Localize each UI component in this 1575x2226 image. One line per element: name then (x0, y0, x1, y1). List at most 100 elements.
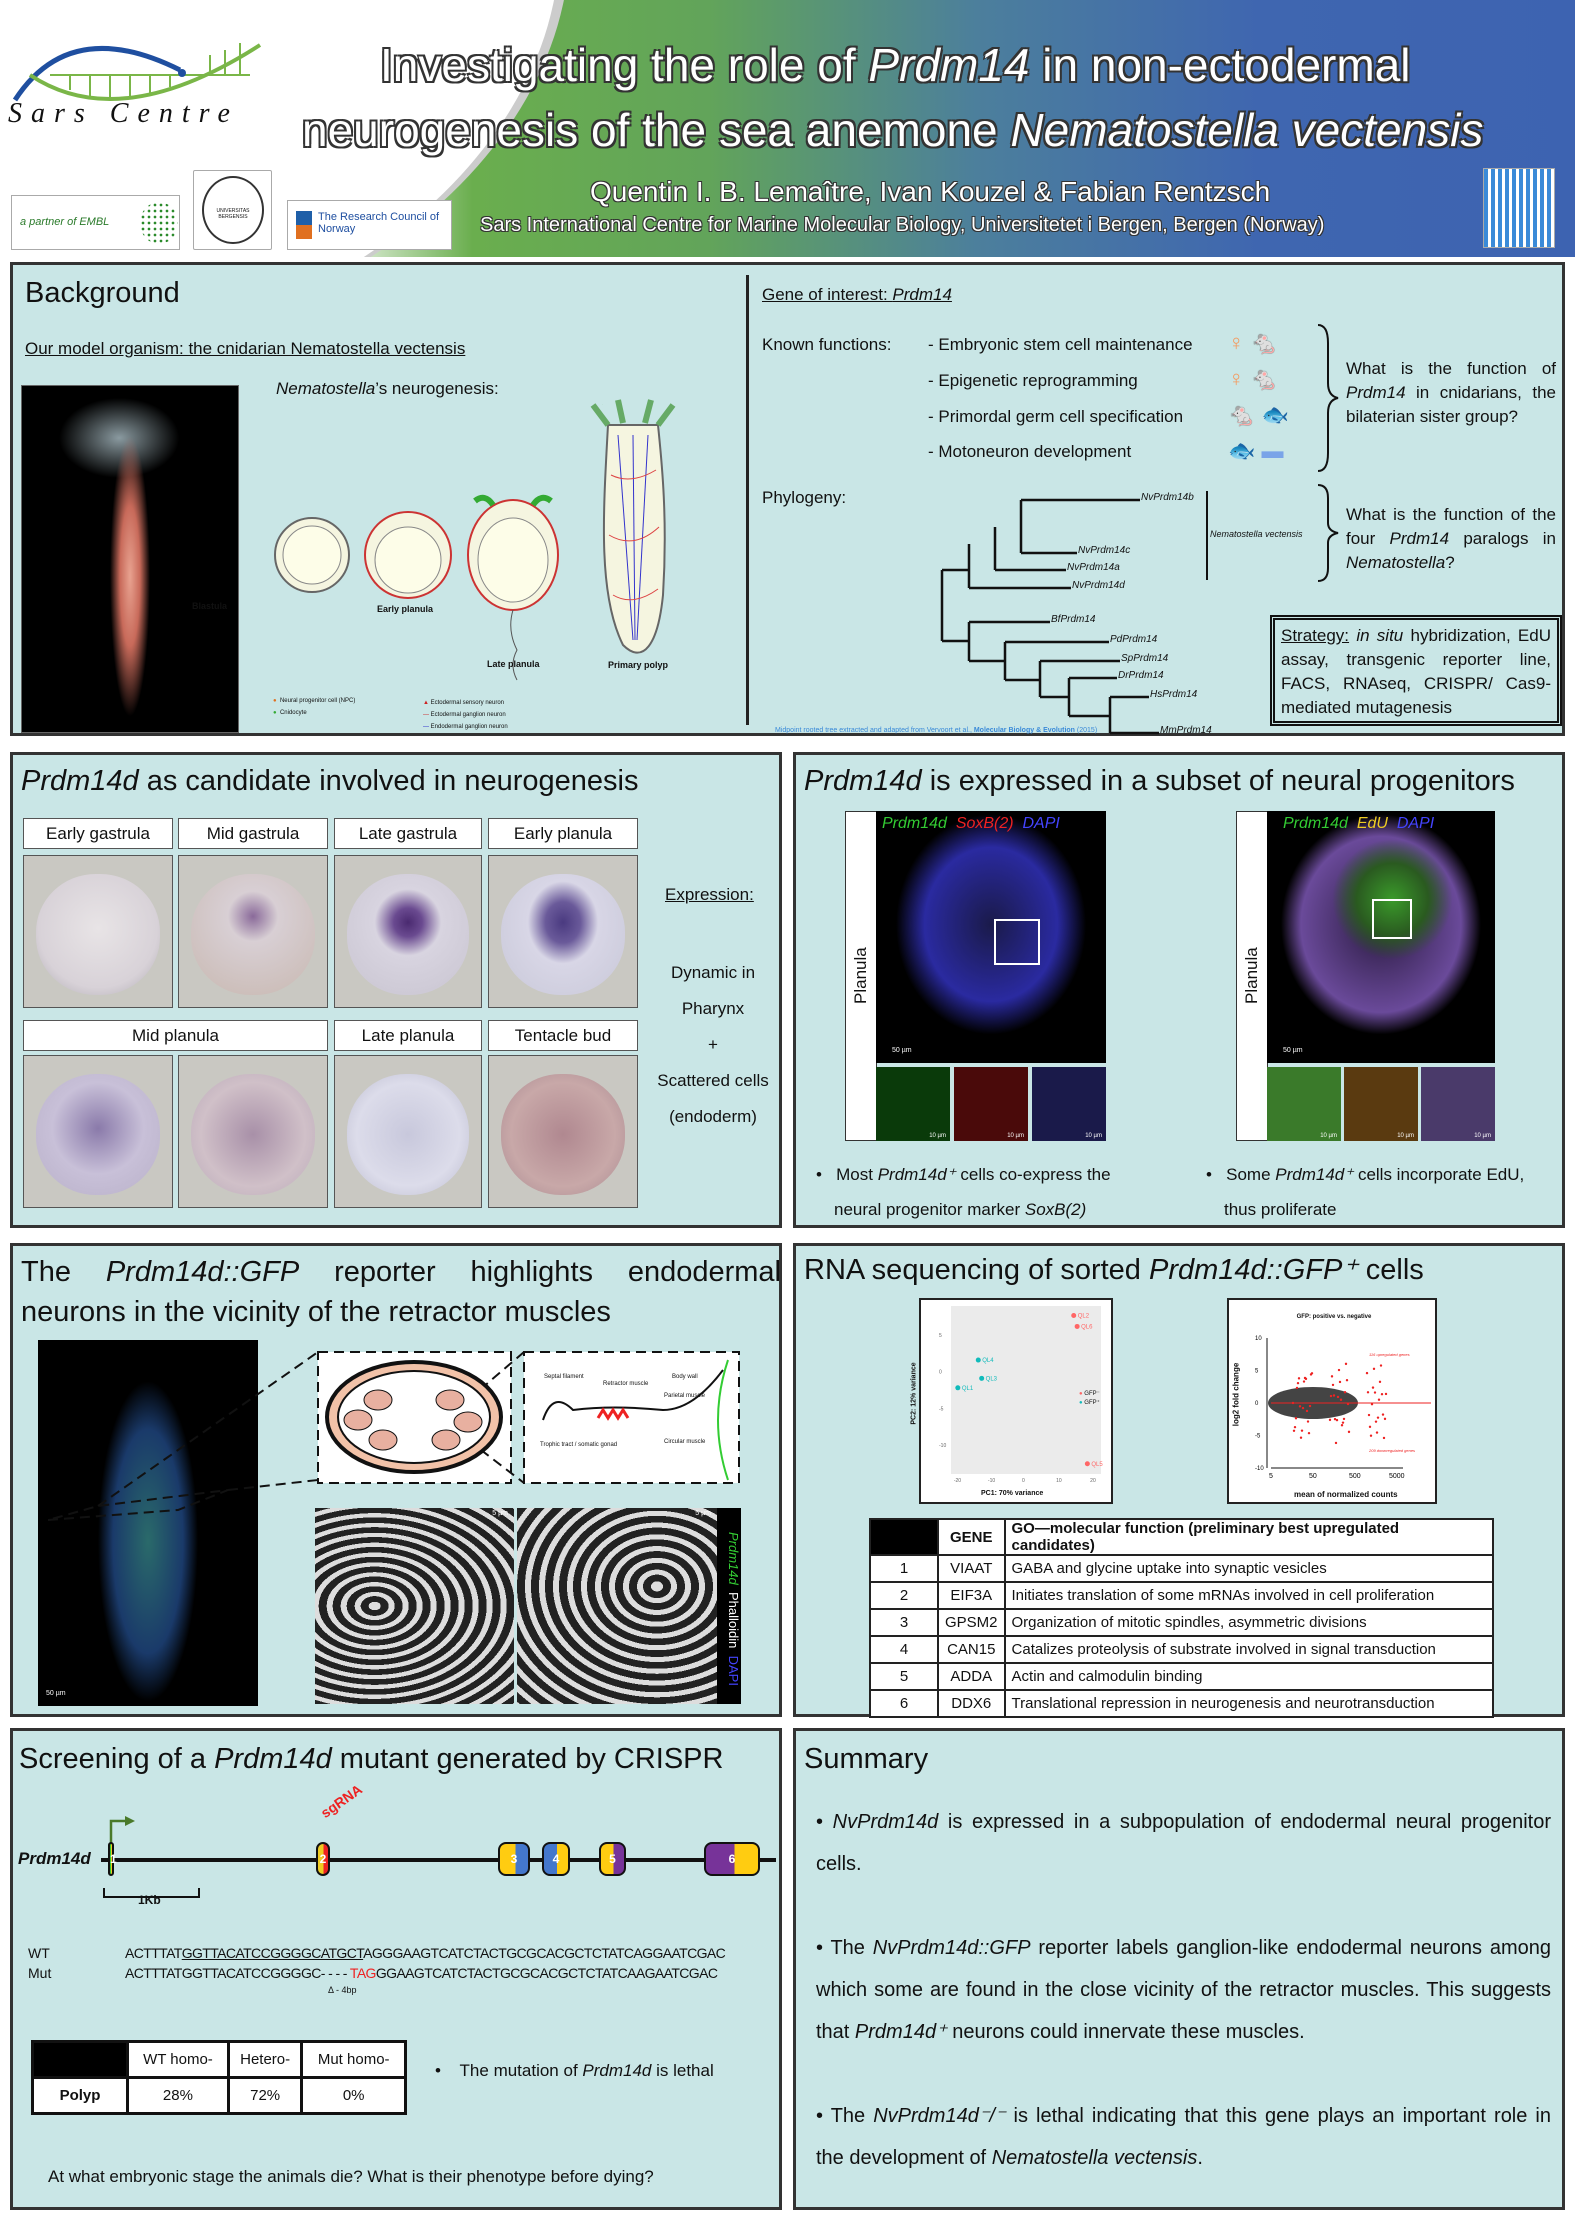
ma-xlabel: mean of normalized counts (1294, 1490, 1398, 1499)
neurogenesis-heading: Nematostella’s neurogenesis: (276, 379, 499, 398)
ma-sig-point (1382, 1436, 1386, 1440)
ma-sig-point (1379, 1364, 1383, 1367)
ma-sig-point (1331, 1383, 1335, 1387)
schema-label: Body wall (672, 1374, 698, 1380)
ma-sig-point (1342, 1417, 1346, 1421)
pca-ytick: -5 (939, 1406, 944, 1412)
tree-leaf: HsPrdm14 (1150, 689, 1198, 700)
ma-ytick: -5 (1255, 1434, 1261, 1440)
table-cell: GPSM2 (937, 1608, 1006, 1637)
background-title: Background (25, 277, 180, 309)
summary-point: • The NvPrdm14d::GFP reporter labels gan… (816, 1937, 1551, 2043)
ma-sig-point (1374, 1420, 1378, 1423)
ma-sig-point (1383, 1417, 1387, 1421)
bergen-logo: UNIVERSITAS BERGENSIS (193, 170, 272, 250)
ma-ytick: 0 (1255, 1401, 1259, 1407)
table-cell: Translational repression in neurogenesis… (1003, 1689, 1495, 1718)
retractor-muscle-confocal-1: 5 µm (315, 1508, 514, 1704)
neurogenesis-legend: ● Neural progenitor cell (NPC) ● Cnidocy… (273, 698, 356, 716)
tree-leaf: NvPrdm14a (1067, 562, 1120, 573)
ma-sig-point (1308, 1404, 1312, 1408)
poster-header: Sars Centre Investigating the role of Pr… (0, 0, 1575, 257)
ma-xtick: 5000 (1389, 1473, 1405, 1478)
ma-sig-point (1345, 1378, 1349, 1382)
exon: 2 (316, 1842, 330, 1876)
qr-code-icon[interactable] (1483, 168, 1555, 248)
ma-sig-point (1304, 1377, 1308, 1381)
ma-sig-point (1310, 1372, 1314, 1375)
inset-image: 10 µm (1267, 1067, 1341, 1141)
ma-sig-point (1297, 1377, 1301, 1380)
summary-panel: Summary • NvPrdm14d is expressed in a su… (793, 1728, 1565, 2210)
ma-sig-point (1341, 1421, 1345, 1424)
table-cell: 1 (869, 1554, 939, 1583)
ma-sig-point (1332, 1394, 1336, 1397)
rcn-mark-icon (296, 211, 312, 239)
table-cell: Actin and calmodulin binding (1003, 1662, 1495, 1691)
table-cell: CAN15 (937, 1635, 1006, 1664)
table-cell: 4 (869, 1635, 939, 1664)
table-cell: Initiates translation of some mRNAs invo… (1003, 1581, 1495, 1610)
ma-sig-point (1370, 1403, 1374, 1406)
pca-ytick: 0 (939, 1370, 942, 1376)
ish-embryo-image (23, 1055, 173, 1208)
ma-sig-point (1371, 1386, 1375, 1389)
stage-label: Early planula (488, 818, 638, 849)
ma-sig-point (1333, 1417, 1337, 1421)
crispr-panel: Screening of a Prdm14d mutant generated … (10, 1728, 782, 2210)
embl-logo: a partner of EMBL (11, 195, 180, 250)
function-item: - Embryonic stem cell maintenance (928, 335, 1193, 354)
model-organism-heading: Our model organism: the cnidarian Nemato… (25, 339, 466, 358)
phylogeny-label: Phylogeny: (762, 488, 847, 507)
exon: 3 (498, 1842, 530, 1876)
ma-sig-point (1344, 1362, 1348, 1366)
exon: 5 (599, 1842, 626, 1876)
expression-label: Expression: (665, 885, 754, 904)
summary-point: • The NvPrdm14d⁻/⁻ is lethal indicating … (816, 2105, 1551, 2169)
inset-box (1372, 899, 1412, 939)
ma-sig-point (1384, 1392, 1388, 1396)
table-cell: Organization of mitotic spindles, asymme… (1003, 1608, 1495, 1637)
zebrafish-icon: 🐟 (1228, 438, 1256, 463)
pca-point-label: QL1 (962, 1386, 974, 1392)
rcn-logo-text: The Research Council of Norway (318, 211, 440, 235)
ish-embryo-image (178, 1055, 328, 1208)
pca-xtick: -20 (954, 1478, 961, 1484)
stage-label: Tentacle bud (488, 1020, 638, 1051)
tss-arrow-icon (109, 1816, 135, 1845)
ma-xtick: 5 (1269, 1473, 1273, 1478)
ma-sig-point (1339, 1398, 1343, 1401)
embl-dots-icon (140, 202, 178, 244)
pca-ylabel: PC2: 12% variance (910, 1362, 918, 1425)
ish-embryo-image (23, 855, 173, 1008)
function-item: - Primordal germ cell specification (928, 407, 1184, 426)
clade-bar (1206, 491, 1208, 580)
sars-logo-icon (12, 43, 262, 102)
zebrafish-icon: 🐟 (1261, 402, 1289, 427)
edu-confocal-image: Prdm14d EdU DAPI 50 µm (1267, 811, 1495, 1063)
embl-logo-text: a partner of EMBL (20, 216, 110, 228)
table-cell: EIF3A (937, 1581, 1006, 1610)
tree-leaf: BfPrdm14 (1051, 614, 1096, 625)
schema-label: Parietal muscle (664, 1393, 706, 1399)
pca-xlabel: PC1: 70% variance (981, 1490, 1044, 1497)
pca-xtick: 10 (1056, 1478, 1062, 1484)
table-cell: 3 (869, 1608, 939, 1637)
stage-label: Mid gastrula (178, 818, 328, 849)
ma-sig-point (1380, 1393, 1384, 1396)
ma-xtick: 50 (1309, 1473, 1317, 1478)
edu-bullet: • Some Prdm14d⁺ cells incorporate EdU, t… (1206, 1165, 1525, 1219)
ma-ytick: 10 (1255, 1336, 1262, 1342)
ma-sig-point (1305, 1409, 1309, 1413)
tree-leaf: SpPrdm14 (1121, 653, 1169, 664)
primary-polyp-diagram (590, 399, 676, 654)
schema-label: Trophic tract / somatic gonad (540, 1442, 618, 1448)
affiliation: Sars International Centre for Marine Mol… (480, 214, 1325, 236)
pca-point (1084, 1461, 1090, 1467)
inset-image: 10 µm (1344, 1067, 1418, 1141)
pca-ytick: -10 (939, 1443, 946, 1449)
table-cell: 6 (869, 1689, 939, 1718)
neuron-legend: ▲ Ectodermal sensory neuron — Ectodermal… (423, 700, 508, 730)
ma-sig-point (1330, 1375, 1334, 1378)
